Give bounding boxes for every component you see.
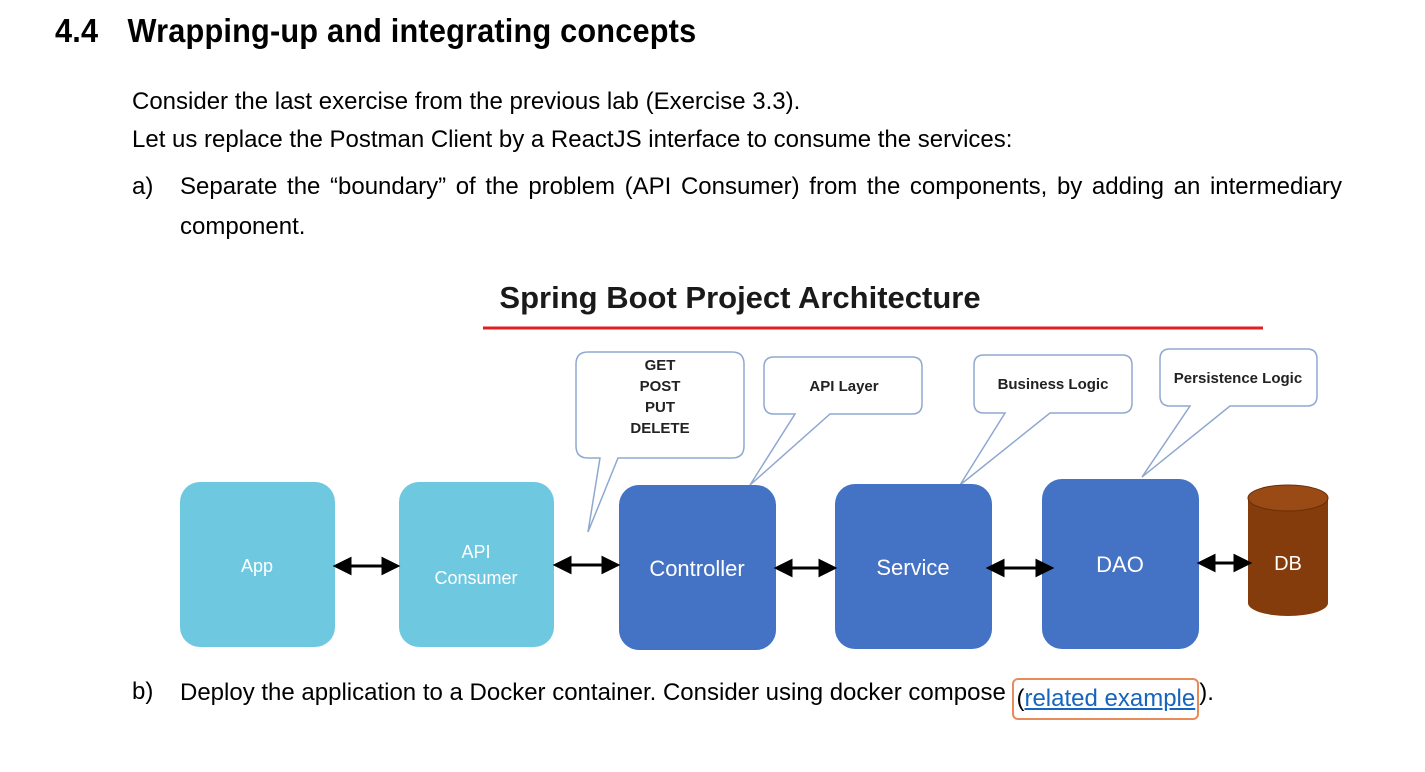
section-heading: 4.4 Wrapping-up and integrating concepts (55, 12, 696, 50)
section-title: Wrapping-up and integrating concepts (127, 12, 697, 49)
diagram-title: Spring Boot Project Architecture (499, 280, 980, 315)
callout-business-logic: Business Logic (959, 354, 1133, 486)
persistence-logic-label: Persistence Logic (1174, 370, 1302, 387)
service-label: Service (876, 555, 949, 580)
controller-box (619, 485, 776, 650)
arrow-app-consumer (332, 556, 401, 576)
section-number: 4.4 (55, 12, 99, 49)
service-box (835, 484, 992, 649)
intro-line-1: Consider the last exercise from the prev… (132, 88, 801, 115)
arrow-dao-db (1196, 553, 1253, 573)
api-consumer-label-1: API (461, 542, 490, 562)
app-box (180, 482, 335, 647)
callout-http-methods: GET POST PUT DELETE (575, 351, 745, 533)
controller-label: Controller (649, 556, 744, 581)
callout-persistence-logic: Persistence Logic (1141, 348, 1318, 478)
link-highlight-box: (related example (1012, 678, 1200, 720)
dao-box (1042, 479, 1199, 649)
callout-api-layer: API Layer (749, 356, 923, 486)
method-delete: DELETE (630, 420, 689, 437)
method-put: PUT (645, 399, 675, 416)
api-consumer-box (399, 482, 554, 647)
business-logic-label: Business Logic (998, 376, 1109, 393)
arrow-controller-service (773, 558, 838, 578)
link-close-paren: ). (1199, 679, 1214, 706)
db-cylinder: DB (1247, 484, 1329, 616)
list-marker-b: b) (132, 678, 154, 705)
related-example-link[interactable]: related example (1024, 685, 1196, 712)
list-item-a: a) Separate the “boundary” of the proble… (132, 167, 1342, 247)
architecture-diagram: Spring Boot Project Architecture GET POS… (180, 280, 1329, 650)
method-get: GET (645, 357, 676, 374)
api-layer-label: API Layer (809, 378, 878, 395)
link-open-paren: ( (1016, 685, 1025, 712)
intro-line-2: Let us replace the Postman Client by a R… (132, 126, 1013, 153)
db-label: DB (1274, 553, 1302, 575)
list-text-b: Deploy the application to a Docker conta… (180, 672, 1392, 720)
method-post: POST (640, 378, 681, 395)
app-label: App (241, 556, 273, 576)
api-consumer-label-2: Consumer (434, 568, 517, 588)
list-marker-a: a) (132, 173, 154, 200)
list-text-b-main: Deploy the application to a Docker conta… (180, 679, 1013, 706)
list-item-b: b) Deploy the application to a Docker co… (132, 672, 1392, 720)
list-text-a: Separate the “boundary” of the problem (… (180, 173, 1342, 240)
arrow-service-dao (985, 558, 1055, 578)
dao-label: DAO (1096, 552, 1144, 577)
arrow-consumer-controller (552, 555, 621, 575)
